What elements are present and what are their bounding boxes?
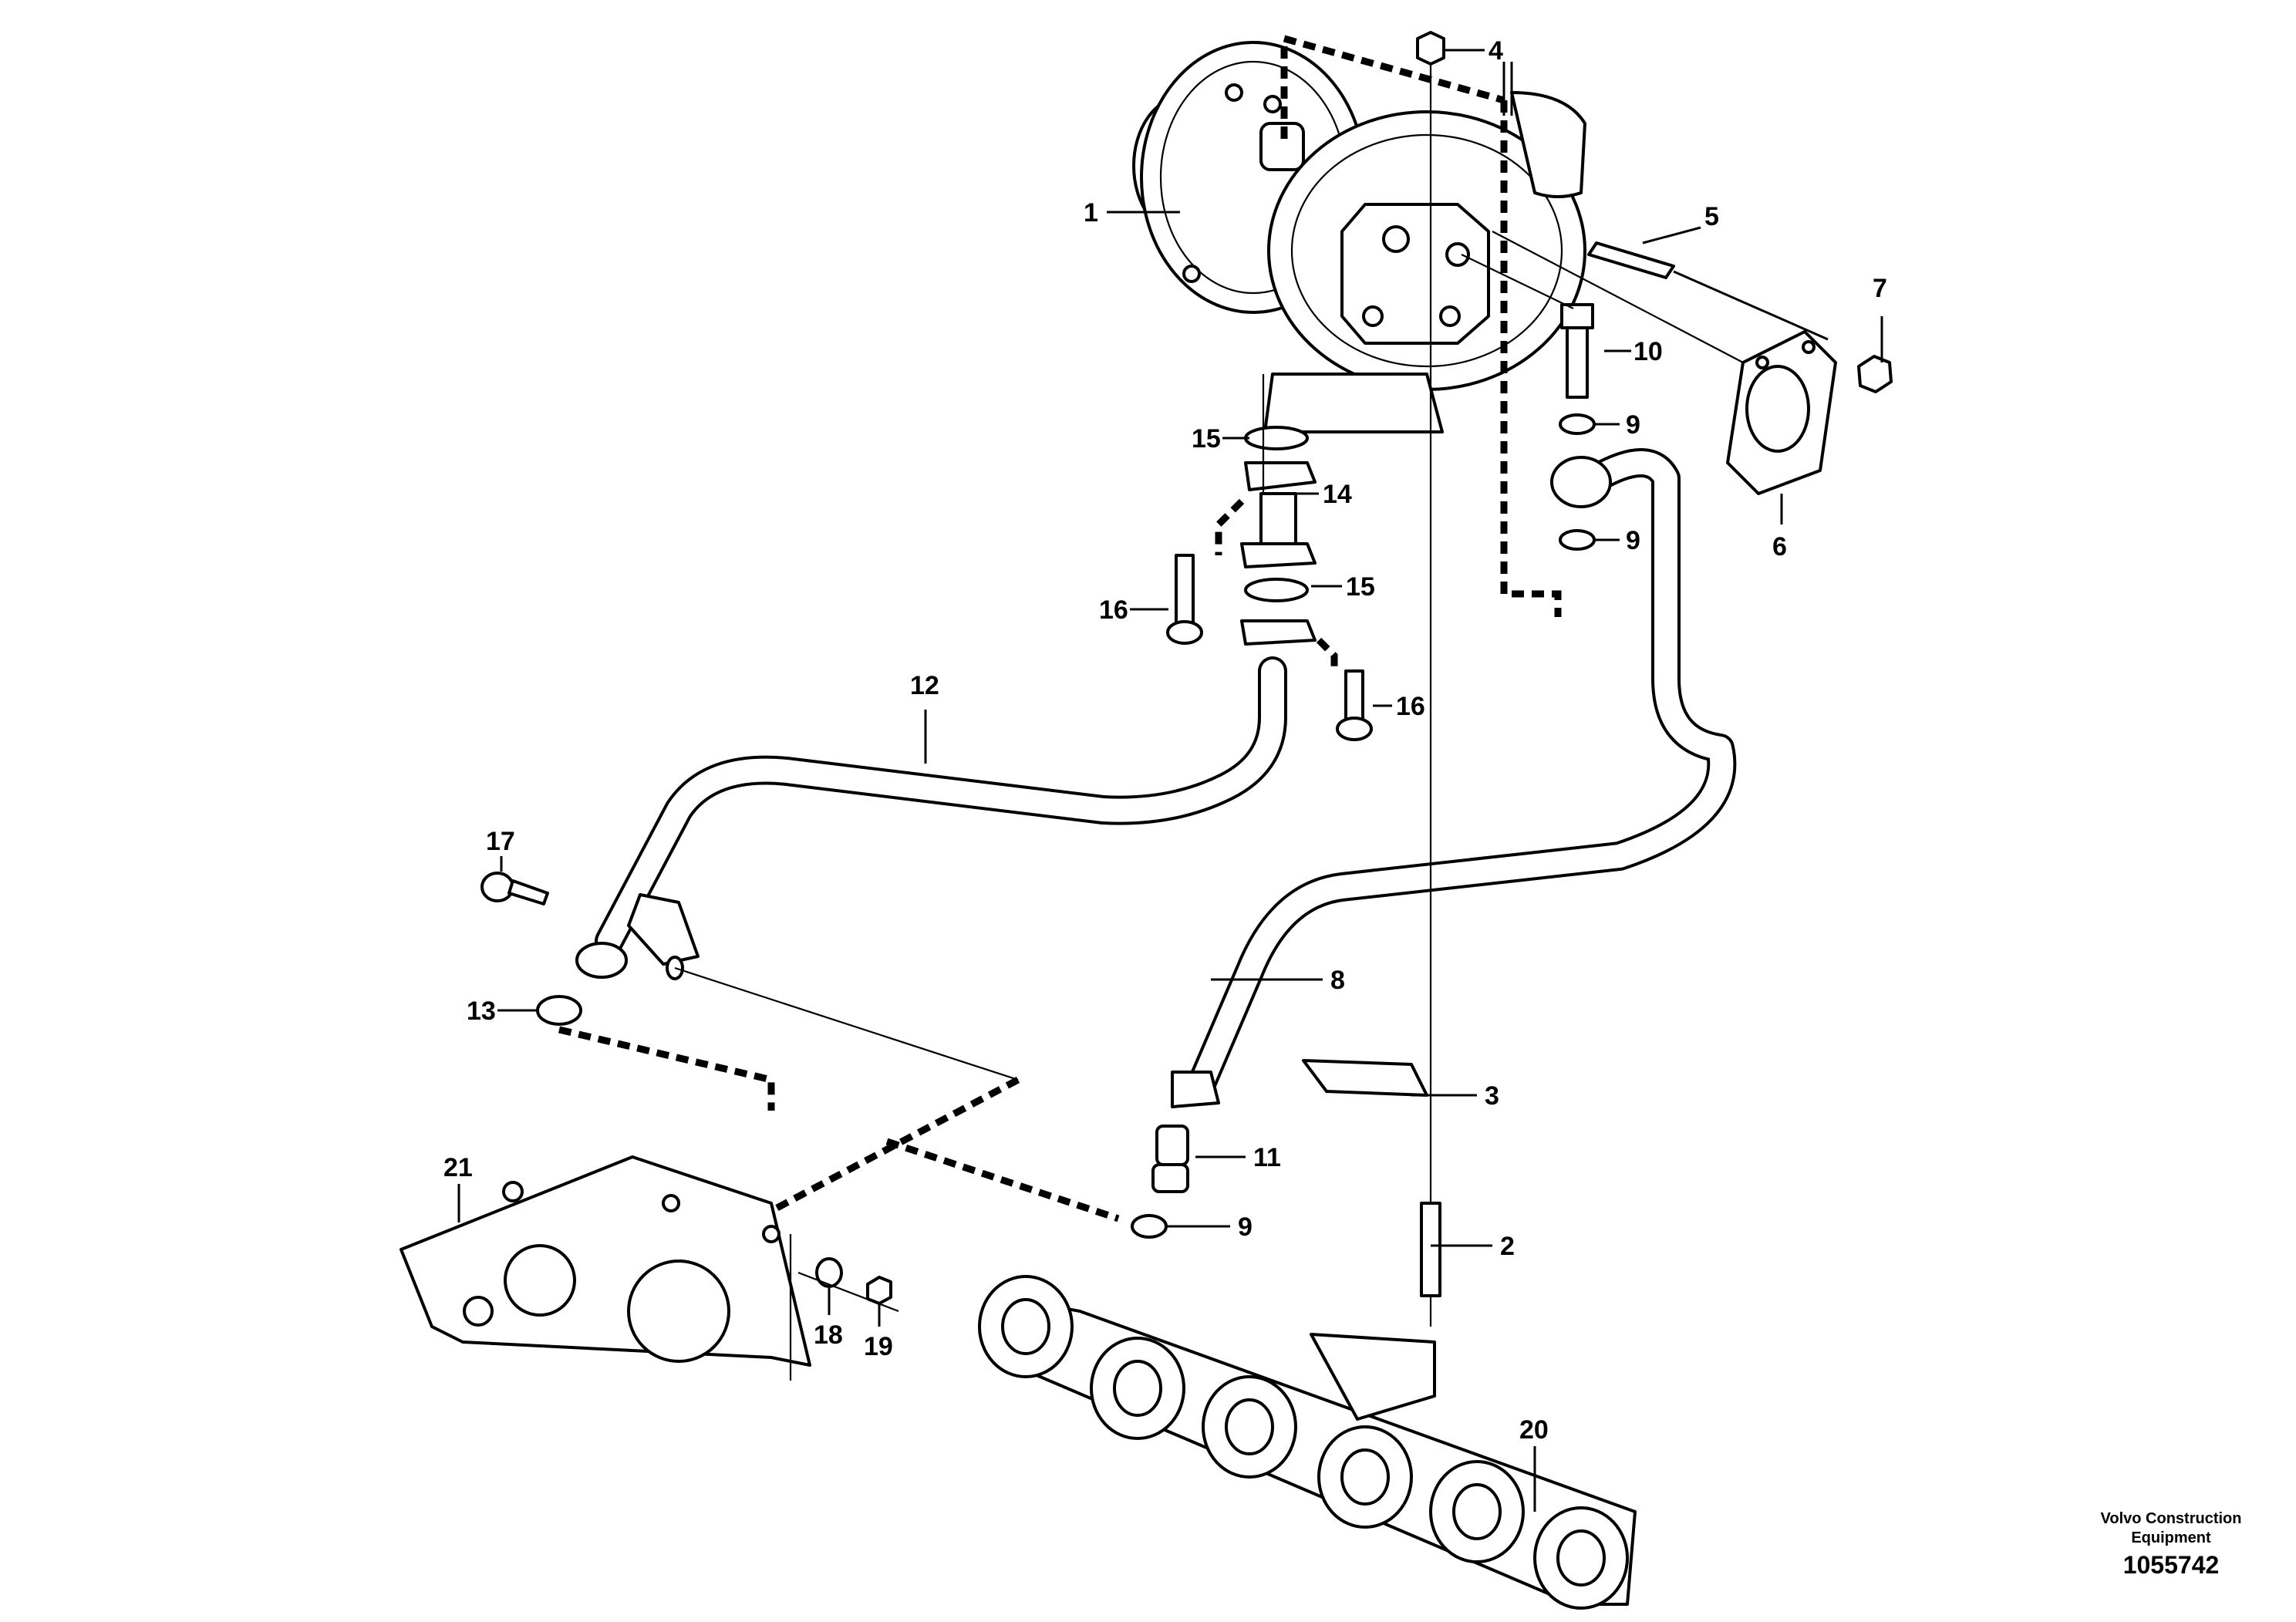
- callout-labels: 1 2 3 4 5 6 7 8 9 9 9 10 11 12 13 14 15 …: [443, 36, 1887, 1445]
- leader-lines: [457, 49, 1883, 1512]
- callout-5: 5: [1704, 202, 1719, 231]
- callout-16-left: 16: [1099, 595, 1128, 625]
- callout-20: 20: [1519, 1415, 1549, 1445]
- credit-line-1: Volvo Construction: [2101, 1510, 2242, 1527]
- figure-number: 1055742: [2123, 1551, 2220, 1579]
- stud: [1587, 241, 1829, 341]
- callout-12: 12: [910, 671, 939, 700]
- callout-2: 2: [1500, 1232, 1515, 1261]
- callout-17: 17: [486, 827, 515, 856]
- callout-16-right: 16: [1396, 692, 1425, 721]
- manifold-flange: [1090, 1337, 1185, 1440]
- washer: [815, 1257, 843, 1288]
- manifold-flange: [1317, 1425, 1413, 1529]
- manifold-flange: [1429, 1460, 1525, 1563]
- nut: [1857, 355, 1893, 393]
- bracket-screw: [480, 872, 549, 905]
- banjo-bolt: [1560, 303, 1594, 399]
- callout-7: 7: [1873, 274, 1887, 303]
- washer: [1131, 1214, 1168, 1239]
- connector-lines: [674, 231, 1744, 1381]
- nut: [866, 1276, 892, 1305]
- manifold-flange: [978, 1275, 1074, 1378]
- cap-nut: [1416, 31, 1445, 66]
- callout-1: 1: [1084, 198, 1098, 228]
- long-stud: [1420, 1202, 1441, 1297]
- assembly-dash-lines: [558, 34, 1562, 1222]
- callout-4: 4: [1489, 36, 1503, 66]
- callout-15-upper: 15: [1192, 424, 1221, 454]
- exhaust-manifold: [978, 1275, 1637, 1610]
- flange-gasket: [1726, 330, 1837, 495]
- callout-9-lower: 9: [1238, 1212, 1253, 1242]
- callout-8: 8: [1330, 966, 1345, 995]
- callout-3: 3: [1485, 1081, 1499, 1111]
- credit-block: Volvo Construction Equipment 1055742: [2101, 1510, 2242, 1579]
- flange-screw: [1336, 669, 1373, 741]
- oil-drain-pipe: [575, 656, 1287, 980]
- turbocharger: [1132, 41, 1586, 433]
- callout-9-upper: 9: [1626, 410, 1640, 440]
- callout-13: 13: [467, 996, 496, 1026]
- union-nipple: [1151, 1125, 1189, 1193]
- callout-15-lower: 15: [1346, 572, 1375, 602]
- drain-flange: [1240, 426, 1317, 646]
- callout-6: 6: [1772, 532, 1787, 561]
- callout-14: 14: [1323, 480, 1352, 509]
- washer: [1559, 413, 1596, 435]
- credit-line-2: Equipment: [2131, 1529, 2211, 1546]
- engine-block: [400, 1155, 811, 1367]
- callout-10: 10: [1633, 337, 1663, 366]
- oil-supply-pipe: [1171, 448, 1737, 1108]
- callout-18: 18: [814, 1320, 843, 1350]
- manifold-flange: [1202, 1375, 1297, 1479]
- callout-9-middle: 9: [1626, 526, 1640, 555]
- flange-screw: [1166, 554, 1203, 645]
- washer: [1559, 529, 1596, 551]
- turbo-gasket: [1302, 1059, 1428, 1097]
- callout-19: 19: [864, 1332, 893, 1361]
- manifold-flange: [1533, 1506, 1629, 1610]
- o-ring: [536, 995, 582, 1026]
- callout-21: 21: [443, 1153, 473, 1182]
- callout-11: 11: [1253, 1143, 1281, 1172]
